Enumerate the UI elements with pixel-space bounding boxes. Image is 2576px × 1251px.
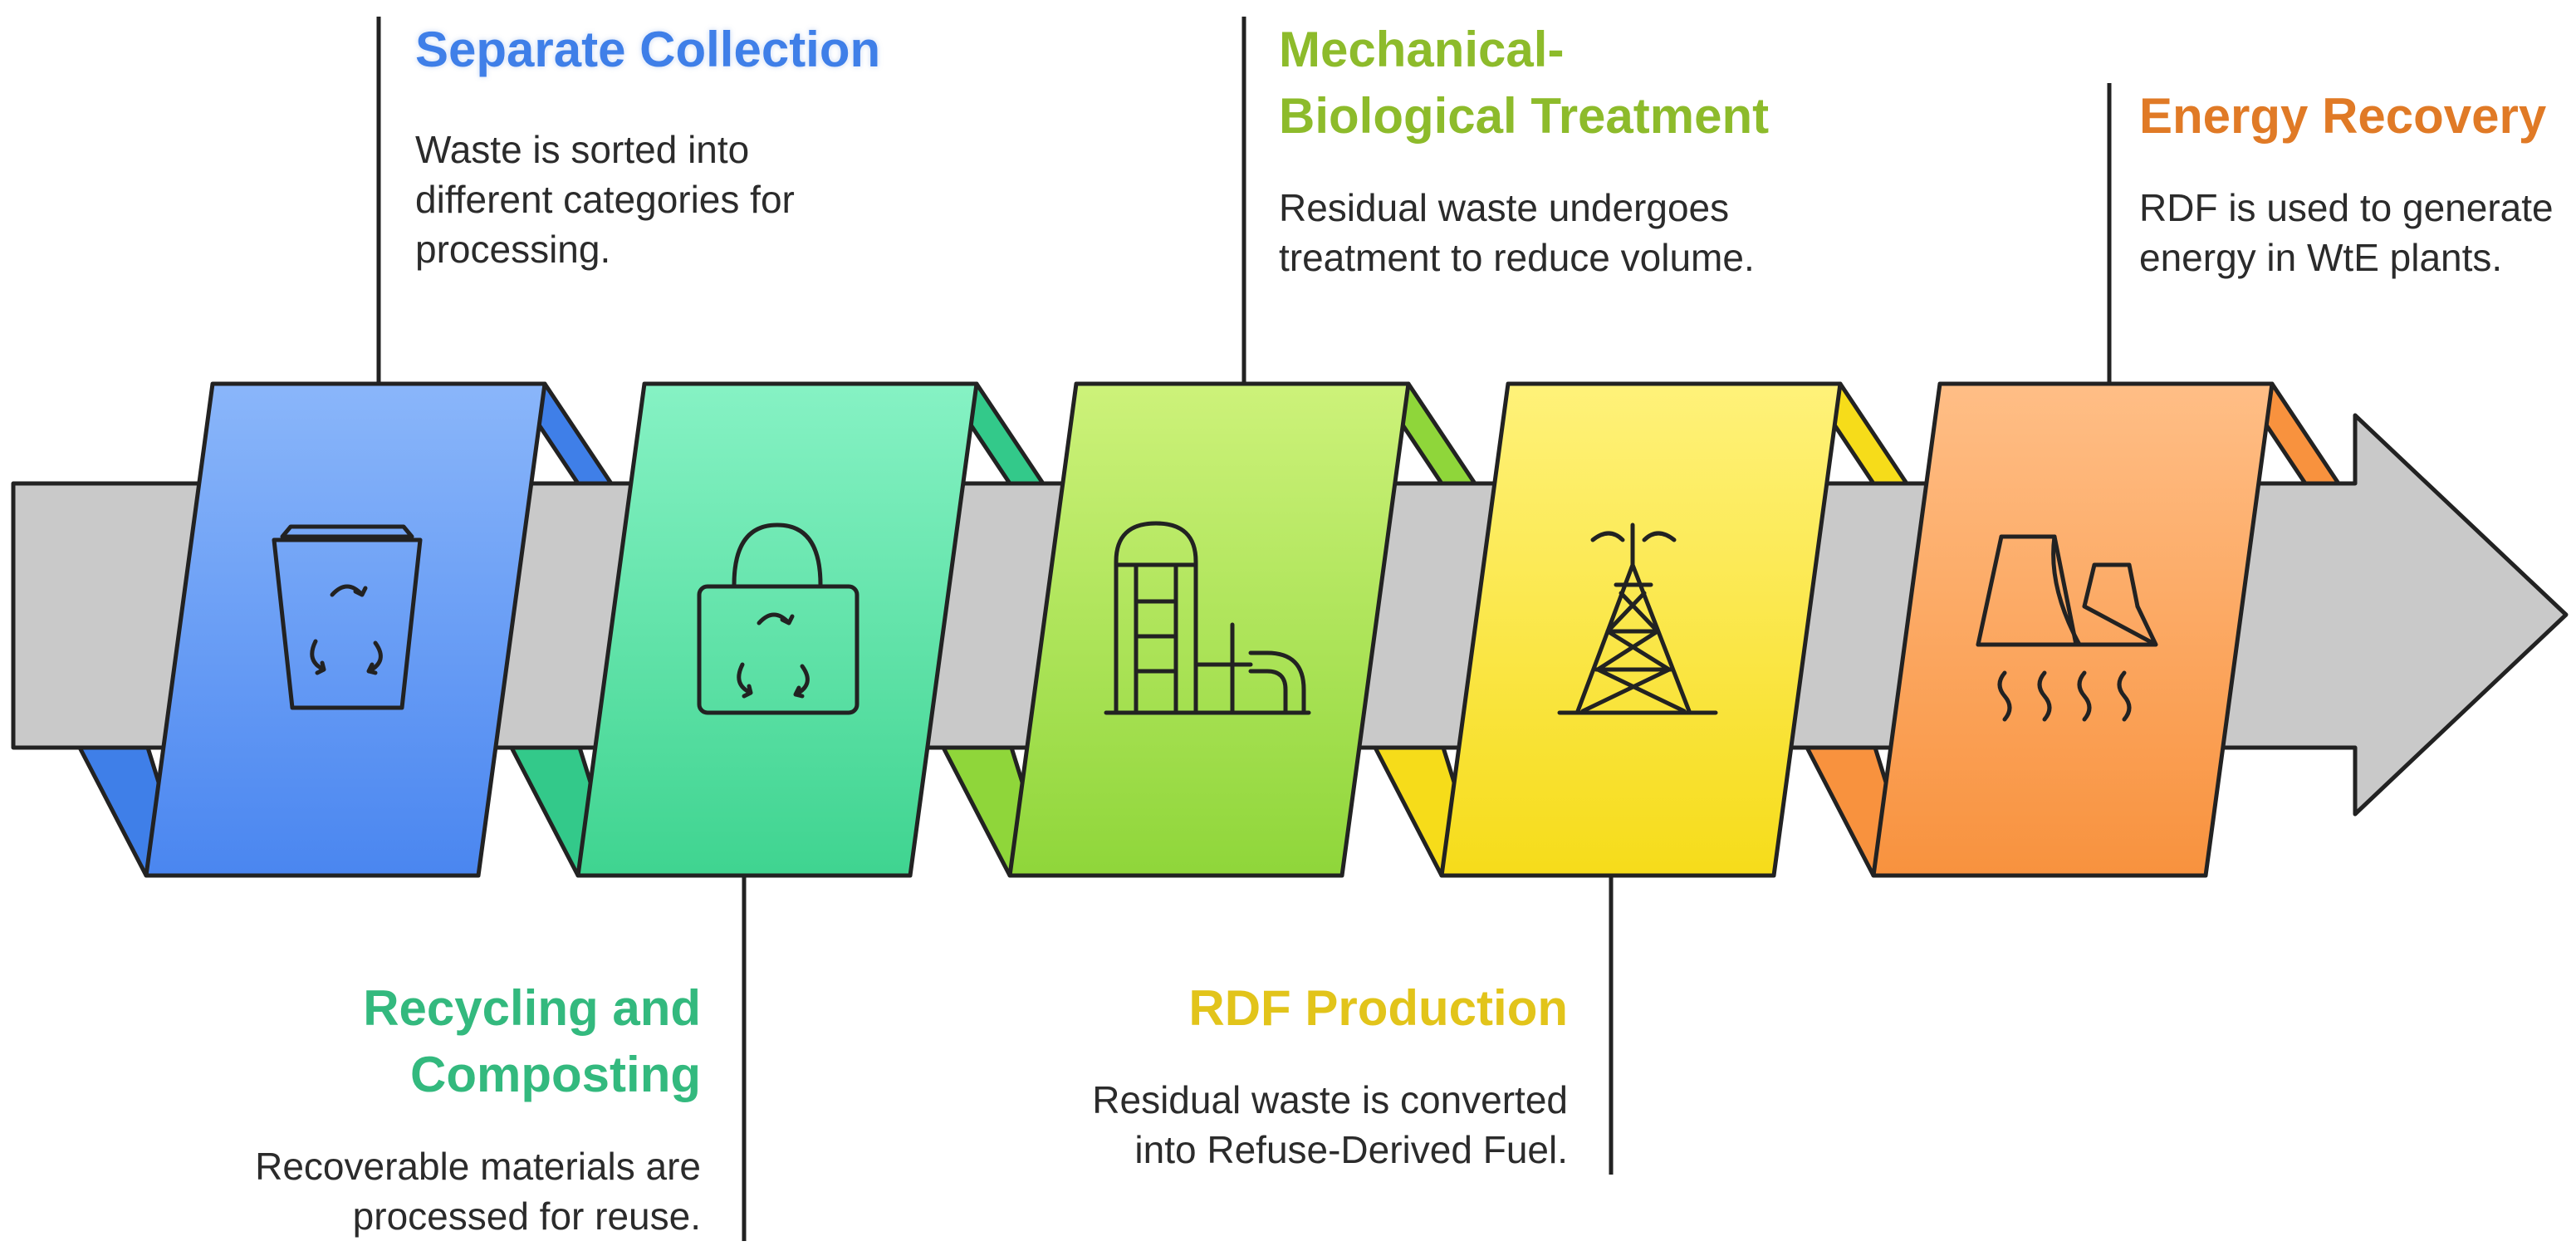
step-title: Mechanical- Biological Treatment	[1279, 17, 1769, 150]
step-title: Separate Collection	[415, 17, 880, 83]
step-description: Waste is sorted into different categorie…	[415, 125, 795, 274]
ribbon-panels	[144, 381, 2275, 878]
title-line: Recycling and	[363, 980, 701, 1036]
title-line: Energy Recovery	[2139, 88, 2547, 144]
title-line: RDF Production	[1188, 980, 1568, 1036]
step-description: Residual waste is converted into Refuse-…	[1092, 1075, 1568, 1175]
step-title: Recycling and Composting	[363, 975, 701, 1108]
title-line: Biological Treatment	[1279, 88, 1770, 144]
panel-mbt	[1007, 381, 1411, 878]
panel-recycling-composting	[575, 381, 979, 878]
desc-line: Residual waste undergoes	[1279, 186, 1730, 229]
title-line: Composting	[410, 1047, 701, 1102]
desc-line: Waste is sorted into	[415, 128, 750, 171]
title-line: Mechanical-	[1279, 22, 1565, 77]
desc-line: different categories for	[415, 178, 795, 221]
power-plant-icon	[1976, 534, 2158, 722]
step-description: RDF is used to generate energy in WtE pl…	[2139, 183, 2554, 282]
desc-line: into Refuse-Derived Fuel.	[1134, 1128, 1568, 1171]
step-title: RDF Production	[1188, 975, 1568, 1042]
step-description: Residual waste undergoes treatment to re…	[1279, 183, 1755, 282]
step-title: Energy Recovery	[2139, 83, 2546, 150]
step-description: Recoverable materials are processed for …	[255, 1141, 701, 1241]
desc-line: Residual waste is converted	[1092, 1078, 1568, 1121]
desc-line: processed for reuse.	[352, 1195, 701, 1238]
silo-plant-icon	[1104, 521, 1311, 715]
desc-line: Recoverable materials are	[255, 1145, 701, 1188]
desc-line: processing.	[415, 228, 611, 271]
panel-separate-collection	[144, 381, 547, 878]
desc-line: RDF is used to generate	[2139, 186, 2554, 229]
recycle-bag-icon	[697, 522, 859, 715]
desc-line: energy in WtE plants.	[2139, 236, 2503, 279]
recycle-bin-icon	[272, 524, 423, 710]
connector-lines	[376, 17, 2112, 1241]
transmission-tower-icon	[1557, 522, 1718, 715]
desc-line: treatment to reduce volume.	[1279, 236, 1755, 279]
title-line: Separate Collection	[415, 22, 881, 77]
